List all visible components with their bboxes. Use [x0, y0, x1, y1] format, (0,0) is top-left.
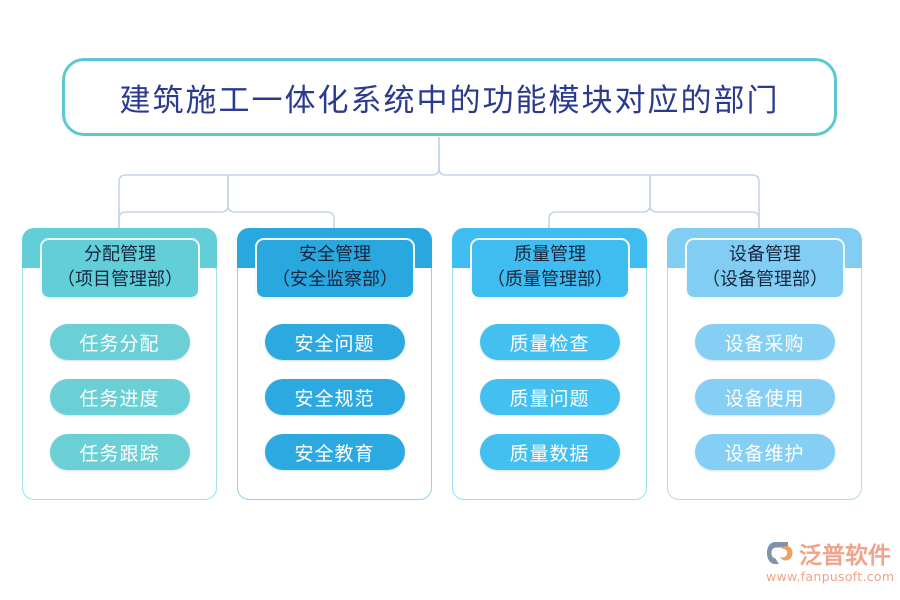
card-header-box: 质量管理 （质量管理部）	[470, 238, 630, 299]
list-item[interactable]: 任务分配	[49, 324, 190, 360]
card-item-list: 任务分配 任务进度 任务跟踪	[22, 324, 217, 489]
list-item[interactable]: 质量检查	[479, 324, 620, 360]
card-title: 分配管理	[84, 244, 156, 265]
fanpu-logo-icon	[766, 538, 796, 568]
watermark-logo: 泛普软件 www.fanpusoft.com	[766, 536, 895, 590]
watermark-row: 泛普软件	[766, 536, 892, 570]
card-subtitle: （设备管理部）	[702, 269, 828, 290]
list-item[interactable]: 安全问题	[264, 324, 405, 360]
list-item[interactable]: 质量数据	[479, 434, 620, 470]
card-header-box: 设备管理 （设备管理部）	[685, 238, 845, 299]
card-subtitle: （项目管理部）	[57, 269, 183, 290]
card-title: 质量管理	[514, 244, 586, 265]
card-item-list: 安全问题 安全规范 安全教育	[237, 324, 432, 489]
department-card-safety[interactable]: 安全管理 （安全监察部） 安全问题 安全规范 安全教育	[237, 228, 432, 500]
list-item[interactable]: 设备维护	[694, 434, 835, 470]
list-item[interactable]: 设备采购	[694, 324, 835, 360]
list-item[interactable]: 质量问题	[479, 379, 620, 415]
department-card-quality[interactable]: 质量管理 （质量管理部） 质量检查 质量问题 质量数据	[452, 228, 647, 500]
list-item[interactable]: 安全教育	[264, 434, 405, 470]
card-item-list: 质量检查 质量问题 质量数据	[452, 324, 647, 489]
card-subtitle: （安全监察部）	[272, 269, 398, 290]
card-item-list: 设备采购 设备使用 设备维护	[667, 324, 862, 489]
page-title: 建筑施工一体化系统中的功能模块对应的部门	[119, 82, 780, 119]
list-item[interactable]: 安全规范	[264, 379, 405, 415]
watermark-brand: 泛普软件	[799, 543, 891, 569]
list-item[interactable]: 任务跟踪	[49, 434, 190, 470]
list-item[interactable]: 任务进度	[49, 379, 190, 415]
diagram-title-box: 建筑施工一体化系统中的功能模块对应的部门	[62, 58, 837, 136]
card-header-box: 分配管理 （项目管理部）	[40, 238, 200, 299]
department-card-allocation[interactable]: 分配管理 （项目管理部） 任务分配 任务进度 任务跟踪	[22, 228, 217, 500]
watermark-url: www.fanpusoft.com	[766, 569, 895, 584]
card-header-box: 安全管理 （安全监察部）	[255, 238, 415, 299]
department-card-equipment[interactable]: 设备管理 （设备管理部） 设备采购 设备使用 设备维护	[667, 228, 862, 500]
card-title: 安全管理	[299, 244, 371, 265]
card-title: 设备管理	[729, 244, 801, 265]
list-item[interactable]: 设备使用	[694, 379, 835, 415]
card-subtitle: （质量管理部）	[487, 269, 613, 290]
